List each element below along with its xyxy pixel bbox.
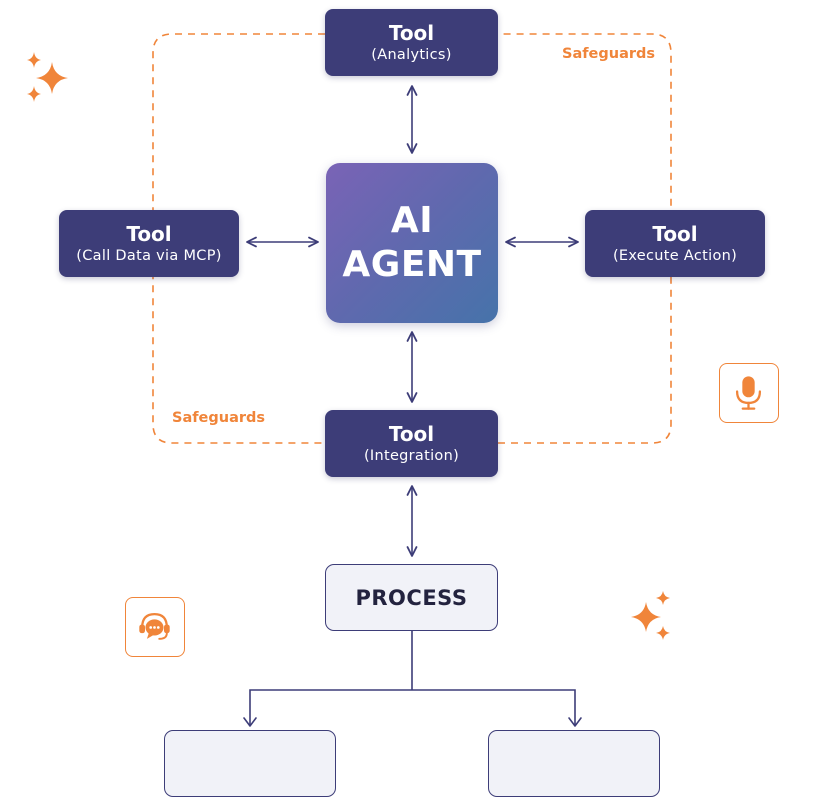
tool-execute-action-subtitle: (Execute Action) <box>612 247 738 264</box>
process-child-left <box>164 730 336 797</box>
ai-agent-line1: AI <box>390 200 434 241</box>
tool-integration: Tool (Integration) <box>325 410 498 477</box>
tool-call-data-title: Tool <box>126 221 172 246</box>
microphone-icon <box>735 376 762 410</box>
tool-analytics-title: Tool <box>388 20 435 45</box>
support-chat-icon-box <box>125 597 185 657</box>
tool-integration-subtitle: (Integration) <box>363 447 460 464</box>
tool-analytics: Tool (Analytics) <box>325 9 498 76</box>
safeguards-label-top: Safeguards <box>562 46 656 62</box>
ai-agent-box: AI AGENT <box>326 163 498 323</box>
microphone-icon-box <box>719 363 779 423</box>
process-box: PROCESS <box>325 564 498 631</box>
ai-agent-line2: AGENT <box>342 244 482 285</box>
sparkle-icon <box>27 52 68 102</box>
tool-call-data-subtitle: (Call Data via MCP) <box>76 247 222 264</box>
tool-execute-action-title: Tool <box>652 221 698 246</box>
arrowhead-left-child <box>243 717 257 727</box>
arrowhead-right-child <box>568 717 582 727</box>
support-chat-icon <box>139 613 170 640</box>
process-child-right <box>488 730 660 797</box>
tool-analytics-subtitle: (Analytics) <box>371 46 452 63</box>
sparkle-icon <box>631 591 670 640</box>
tool-integration-title: Tool <box>388 421 435 446</box>
safeguards-label-bottom: Safeguards <box>172 410 266 426</box>
process-branch <box>249 631 576 726</box>
tool-execute-action: Tool (Execute Action) <box>585 210 765 277</box>
tool-call-data: Tool (Call Data via MCP) <box>59 210 239 277</box>
